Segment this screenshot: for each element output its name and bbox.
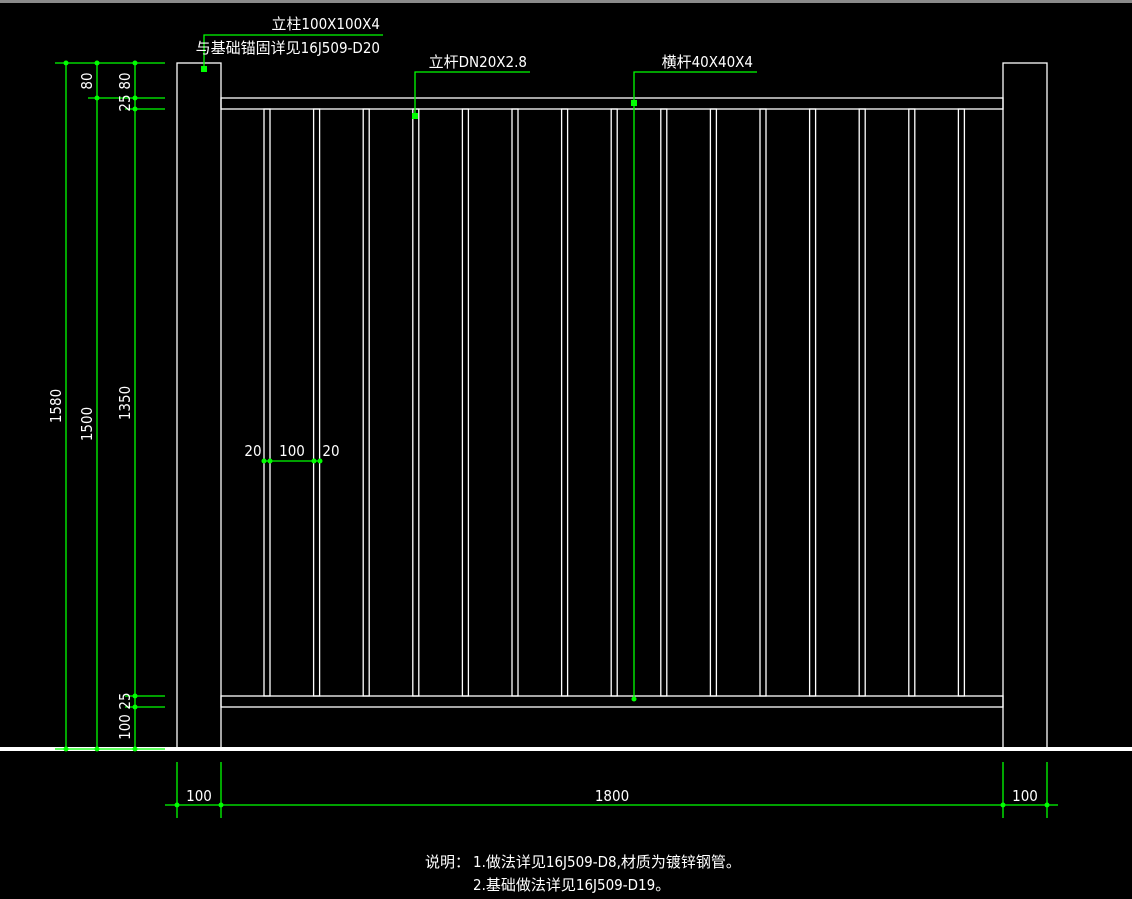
- dim-span-width: 1800: [595, 787, 629, 805]
- dim-right-post-width: 100: [1012, 787, 1038, 805]
- left-post: [176, 62, 222, 749]
- rail-leader: 横杆40X40X4: [631, 53, 757, 702]
- baluster: [709, 108, 718, 697]
- baluster: [461, 108, 470, 697]
- dim-baluster-spacing: 100: [279, 442, 305, 460]
- baluster-leader: 立杆DN20X2.8: [412, 53, 530, 119]
- baluster-spec-label: 立杆DN20X2.8: [429, 53, 527, 71]
- notes-heading: 说明：: [425, 853, 470, 871]
- dim-infill-height: 1350: [116, 386, 134, 420]
- baluster: [362, 108, 370, 697]
- baluster: [759, 108, 767, 697]
- rail-spec-label: 横杆40X40X4: [662, 53, 753, 71]
- post-leader: 立柱100X100X4 与基础锚固详见16J509-D20: [196, 15, 383, 72]
- baluster: [412, 108, 420, 697]
- bottom-dimensions: 100 1800 100: [165, 762, 1058, 818]
- post-spec-label: 立柱100X100X4: [271, 15, 380, 33]
- bottom-rail: [220, 695, 1004, 708]
- note-line-1: 1.做法详见16J509-D8,材质为镀锌钢管。: [473, 853, 741, 871]
- dim-baluster-right: 20: [322, 442, 339, 460]
- dim-left-post-width: 100: [186, 787, 212, 805]
- dim-bottom-gap: 100: [116, 714, 134, 740]
- dim-top-post-extra: 80: [78, 72, 96, 89]
- baluster: [511, 108, 519, 697]
- baluster: [610, 108, 618, 697]
- baluster: [660, 108, 668, 697]
- viewport-top-border: [0, 0, 1132, 3]
- ground-line: [0, 747, 1132, 751]
- dim-fence-height: 1500: [78, 407, 96, 441]
- baluster: [560, 108, 569, 697]
- baluster-spacing-dimensions: 20 100 20: [244, 442, 340, 464]
- baluster: [312, 108, 321, 697]
- dim-top-offset: 80: [116, 72, 134, 89]
- notes: 说明： 1.做法详见16J509-D8,材质为镀锌钢管。 2.基础做法详见16J…: [425, 853, 741, 894]
- baluster: [263, 108, 271, 697]
- post-anchor-label: 与基础锚固详见16J509-D20: [196, 39, 380, 57]
- left-dimensions: 1580 1500 80 80 25 1350 25 100: [47, 60, 165, 752]
- baluster: [858, 108, 866, 697]
- balusters: [263, 108, 966, 697]
- note-line-2: 2.基础做法详见16J509-D19。: [473, 876, 670, 894]
- right-post: [1002, 62, 1048, 749]
- dim-top-rail: 25: [116, 94, 134, 111]
- dim-baluster-left: 20: [244, 442, 261, 460]
- baluster: [957, 108, 966, 697]
- top-rail: [220, 97, 1004, 110]
- baluster: [908, 108, 916, 697]
- dim-bottom-rail: 25: [116, 692, 134, 709]
- baluster: [808, 108, 817, 697]
- dim-total-height: 1580: [47, 389, 65, 423]
